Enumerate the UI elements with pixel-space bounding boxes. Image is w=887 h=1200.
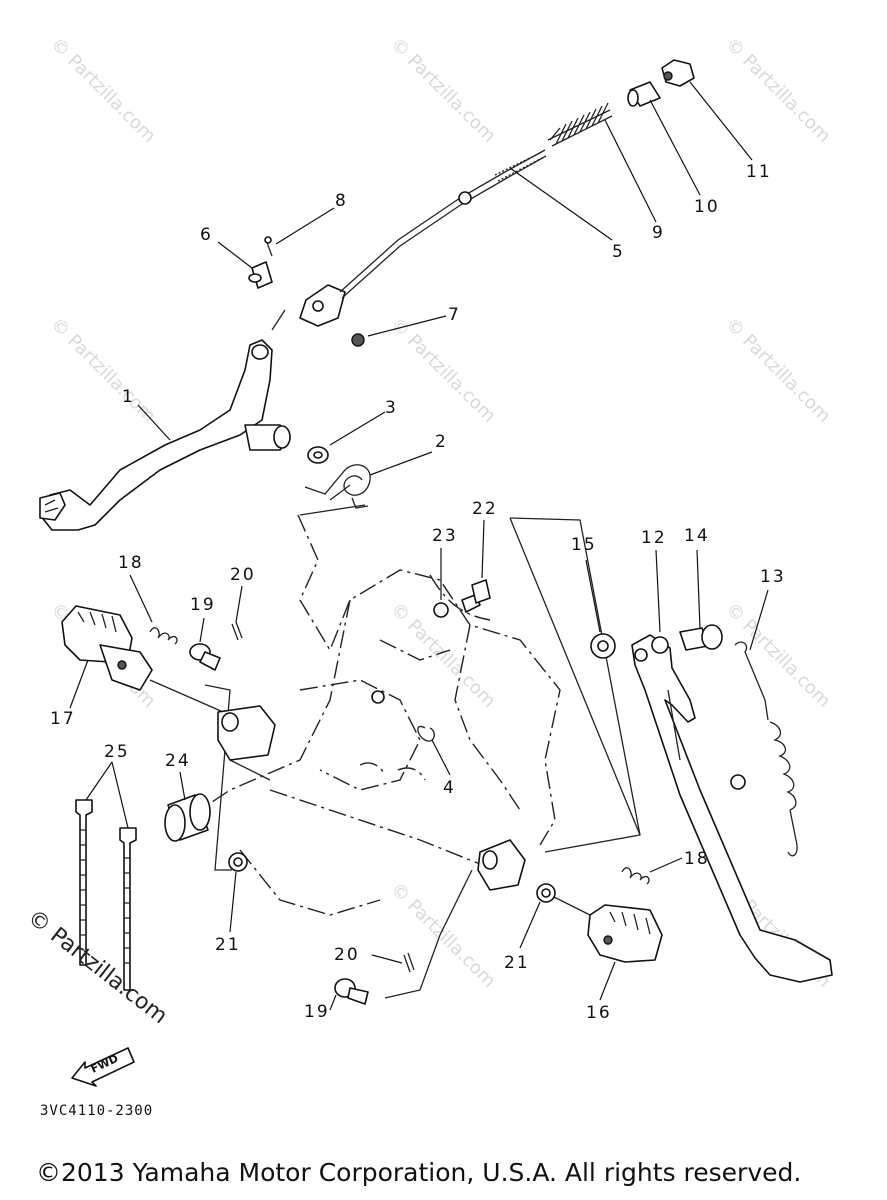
footrest-spring <box>621 867 650 885</box>
left-footrest <box>61 605 153 691</box>
nut <box>351 333 365 347</box>
rod-joint <box>627 81 661 107</box>
brake-rod <box>299 149 547 327</box>
return-spring <box>304 464 371 509</box>
callout-13: 13 <box>760 567 786 587</box>
callout-21b: 21 <box>504 953 530 973</box>
callout-17: 17 <box>50 709 76 729</box>
watermark-text: © Partzilla.com <box>386 879 499 992</box>
right-footrest <box>587 904 663 963</box>
wing-nut <box>661 59 695 87</box>
callout-15: 15 <box>571 535 597 555</box>
sidestand <box>631 634 833 983</box>
callout-18b: 18 <box>684 849 710 869</box>
callout-4: 4 <box>443 778 456 798</box>
callout-12: 12 <box>641 528 667 548</box>
callout-6: 6 <box>200 225 213 245</box>
callout-22: 22 <box>472 499 498 519</box>
footrest-bracket <box>477 839 526 891</box>
diagram-code: 3VC4110-2300 <box>40 1103 154 1119</box>
callout-24: 24 <box>165 751 191 771</box>
callout-23: 23 <box>432 526 458 546</box>
watermark-text: © Partzilla.com <box>721 599 834 712</box>
reference-lines <box>149 309 641 999</box>
cotter-pin <box>264 236 273 257</box>
bolt <box>461 579 491 613</box>
callout-1: 1 <box>122 387 135 407</box>
watermark-text: © Partzilla.com <box>721 314 834 427</box>
leader-lines <box>69 81 769 1011</box>
sidestand-nut <box>590 633 616 659</box>
footrest-cotter-pin <box>231 621 243 641</box>
footrest-pin <box>334 978 369 1005</box>
sidestand-bolt <box>679 624 723 651</box>
cable-tie <box>75 799 93 966</box>
cable-tie <box>119 827 137 991</box>
callout-25: 25 <box>104 742 130 762</box>
circlip <box>371 690 435 742</box>
footrest-washer <box>228 852 248 872</box>
watermark-text: © Partzilla.com <box>386 314 499 427</box>
pedal-pin <box>248 261 273 289</box>
watermark-text: © Partzilla.com <box>721 34 834 147</box>
footrest-pin <box>189 643 221 671</box>
callout-8: 8 <box>335 191 348 211</box>
callout-19b: 19 <box>304 1002 330 1022</box>
callout-19: 19 <box>190 595 216 615</box>
callout-7: 7 <box>448 305 461 325</box>
brake-pedal <box>39 339 291 531</box>
watermark-text: © Partzilla.com <box>46 34 159 147</box>
callout-9: 9 <box>652 223 665 243</box>
footrest-cotter-pin <box>403 952 415 973</box>
washer <box>307 446 329 464</box>
footrest-bracket <box>217 705 276 761</box>
callout-10: 10 <box>694 197 720 217</box>
fwd-arrow-icon: FWD <box>71 1047 135 1087</box>
callout-5: 5 <box>612 242 625 262</box>
callout-16: 16 <box>586 1003 612 1023</box>
callout-3: 3 <box>385 398 398 418</box>
copyright-notice: ©2013 Yamaha Motor Corporation, U.S.A. A… <box>36 1158 802 1187</box>
rod-spring <box>547 102 613 147</box>
callout-20b: 20 <box>334 945 360 965</box>
callout-14: 14 <box>684 526 710 546</box>
callout-20: 20 <box>230 565 256 585</box>
callout-18: 18 <box>118 553 144 573</box>
callout-11: 11 <box>746 162 772 182</box>
footrest-washer <box>536 883 556 903</box>
collar-nut <box>433 602 449 618</box>
callout-21: 21 <box>215 935 241 955</box>
footrest-spring <box>149 627 178 645</box>
callout-2: 2 <box>435 432 448 452</box>
sidestand-spring <box>730 641 798 857</box>
collar <box>164 793 211 842</box>
watermark-text: © Partzilla.com <box>386 34 499 147</box>
callouts: 1 2 3 4 5 6 7 8 9 10 11 12 13 14 15 16 1… <box>50 162 786 1023</box>
